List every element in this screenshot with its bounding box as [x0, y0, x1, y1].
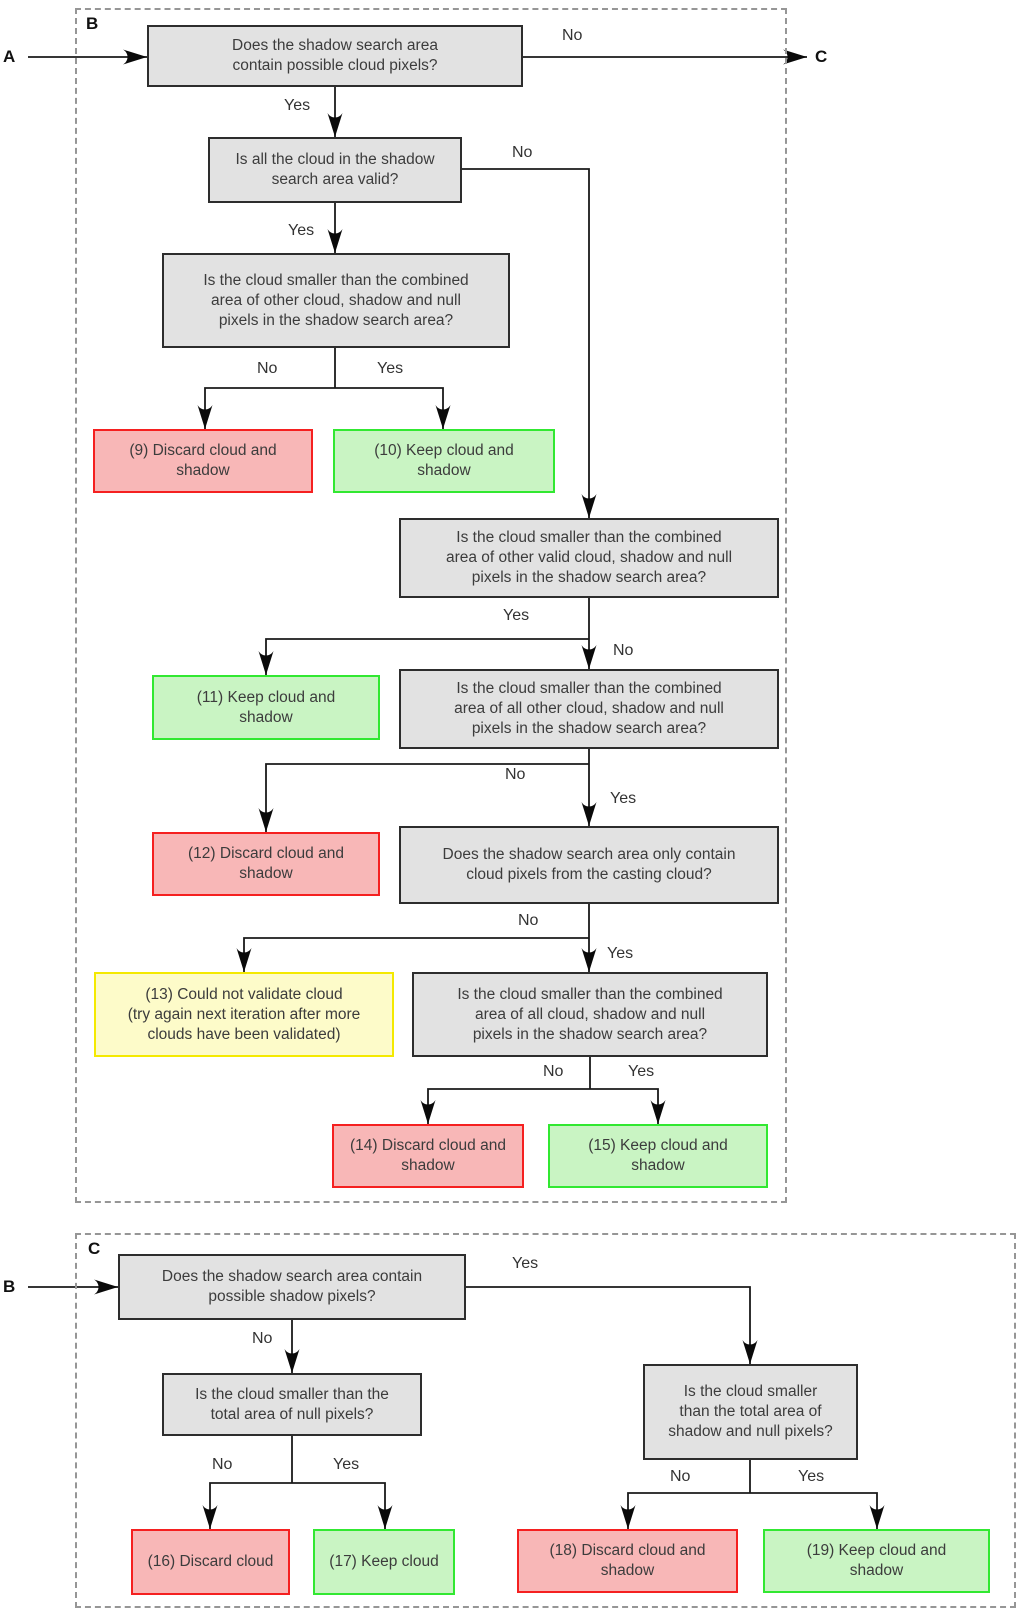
edge-label-q5-no: No	[505, 766, 526, 783]
connector-a-label: A	[3, 47, 16, 66]
result-14-discard: (14) Discard cloud and shadow	[332, 1124, 524, 1188]
edge-label-q2-yes: Yes	[288, 222, 315, 239]
decision-shadow-pixels: Does the shadow search area contain poss…	[118, 1254, 466, 1320]
result-11-keep: (11) Keep cloud and shadow	[152, 675, 380, 740]
edge-qc2-yes-to-r19	[750, 1492, 885, 1529]
decision-cloud-valid: Is all the cloud in the shadow search ar…	[208, 137, 462, 203]
result-15-keep: (15) Keep cloud and shadow	[548, 1124, 768, 1188]
edge-label-qc3-no: No	[212, 1456, 233, 1473]
edge-q7-yes-to-r15	[590, 1088, 666, 1124]
edge-label-q7-yes: Yes	[628, 1063, 655, 1080]
decision-smaller-other: Is the cloud smaller than the combined a…	[162, 253, 510, 348]
edge-qc3-no-to-r16	[202, 1482, 292, 1529]
edge-label-q4-no: No	[613, 642, 634, 659]
edge-label-q1-yes: Yes	[284, 97, 311, 114]
decision-smaller-null: Is the cloud smaller than the total area…	[162, 1373, 422, 1436]
edge-label-qc1-no: No	[252, 1330, 273, 1347]
decision-only-casting-cloud: Does the shadow search area only contain…	[399, 826, 779, 904]
section-b-frame	[75, 8, 787, 1203]
edge-label-q2-no: No	[512, 144, 533, 161]
edge-label-q5-yes: Yes	[610, 790, 637, 807]
edge-label-q7-no: No	[543, 1063, 564, 1080]
edge-label-qc3-yes: Yes	[333, 1456, 360, 1473]
edge-q7-no-to-r14	[420, 1088, 590, 1124]
result-17-keep: (17) Keep cloud	[313, 1529, 455, 1595]
edge-label-q3-no: No	[257, 360, 278, 377]
decision-smaller-all-other: Is the cloud smaller than the combined a…	[399, 669, 779, 749]
edge-label-qc2-yes: Yes	[798, 1468, 825, 1485]
decision-cloud-pixels: Does the shadow search area contain poss…	[147, 25, 523, 87]
decision-smaller-all: Is the cloud smaller than the combined a…	[412, 972, 768, 1057]
edge-label-q6-yes: Yes	[607, 945, 634, 962]
section-c-frame	[75, 1233, 1016, 1608]
edge-q3-yes-to-r10	[335, 387, 451, 429]
edge-q4-yes-to-r11	[258, 638, 589, 675]
edge-label-q1-no: No	[562, 27, 583, 44]
edge-qc2-no-to-r18	[620, 1492, 750, 1529]
edge-qc3-yes-to-r17	[292, 1482, 393, 1529]
edge-q3-no-to-r9	[197, 387, 335, 429]
result-16-discard: (16) Discard cloud	[131, 1529, 290, 1595]
edge-label-q6-no: No	[518, 912, 539, 929]
edge-label-qc1-yes: Yes	[512, 1255, 539, 1272]
section-b-label: B	[86, 14, 99, 33]
decision-smaller-shadow-null: Is the cloud smaller than the total area…	[643, 1364, 858, 1460]
edge-q6-no-to-r13	[236, 937, 589, 972]
connector-b-label: B	[3, 1277, 16, 1296]
decision-smaller-other-valid: Is the cloud smaller than the combined a…	[399, 518, 779, 598]
edge-q5-no-to-r12	[258, 763, 589, 832]
section-c-label: C	[88, 1239, 101, 1258]
result-19-keep: (19) Keep cloud and shadow	[763, 1529, 990, 1593]
result-12-discard: (12) Discard cloud and shadow	[152, 832, 380, 896]
result-10-keep: (10) Keep cloud and shadow	[333, 429, 555, 493]
edge-label-qc2-no: No	[670, 1468, 691, 1485]
edge-label-q4-yes: Yes	[503, 607, 530, 624]
edge-label-q3-yes: Yes	[377, 360, 404, 377]
result-13-could-not-validate: (13) Could not validate cloud (try again…	[94, 972, 394, 1057]
result-9-discard: (9) Discard cloud and shadow	[93, 429, 313, 493]
edge-qc1-yes-to-qc2	[466, 1286, 758, 1364]
edge-q2-no-to-q4	[462, 168, 597, 518]
connector-c-label: C	[815, 47, 828, 66]
result-18-discard: (18) Discard cloud and shadow	[517, 1529, 738, 1593]
